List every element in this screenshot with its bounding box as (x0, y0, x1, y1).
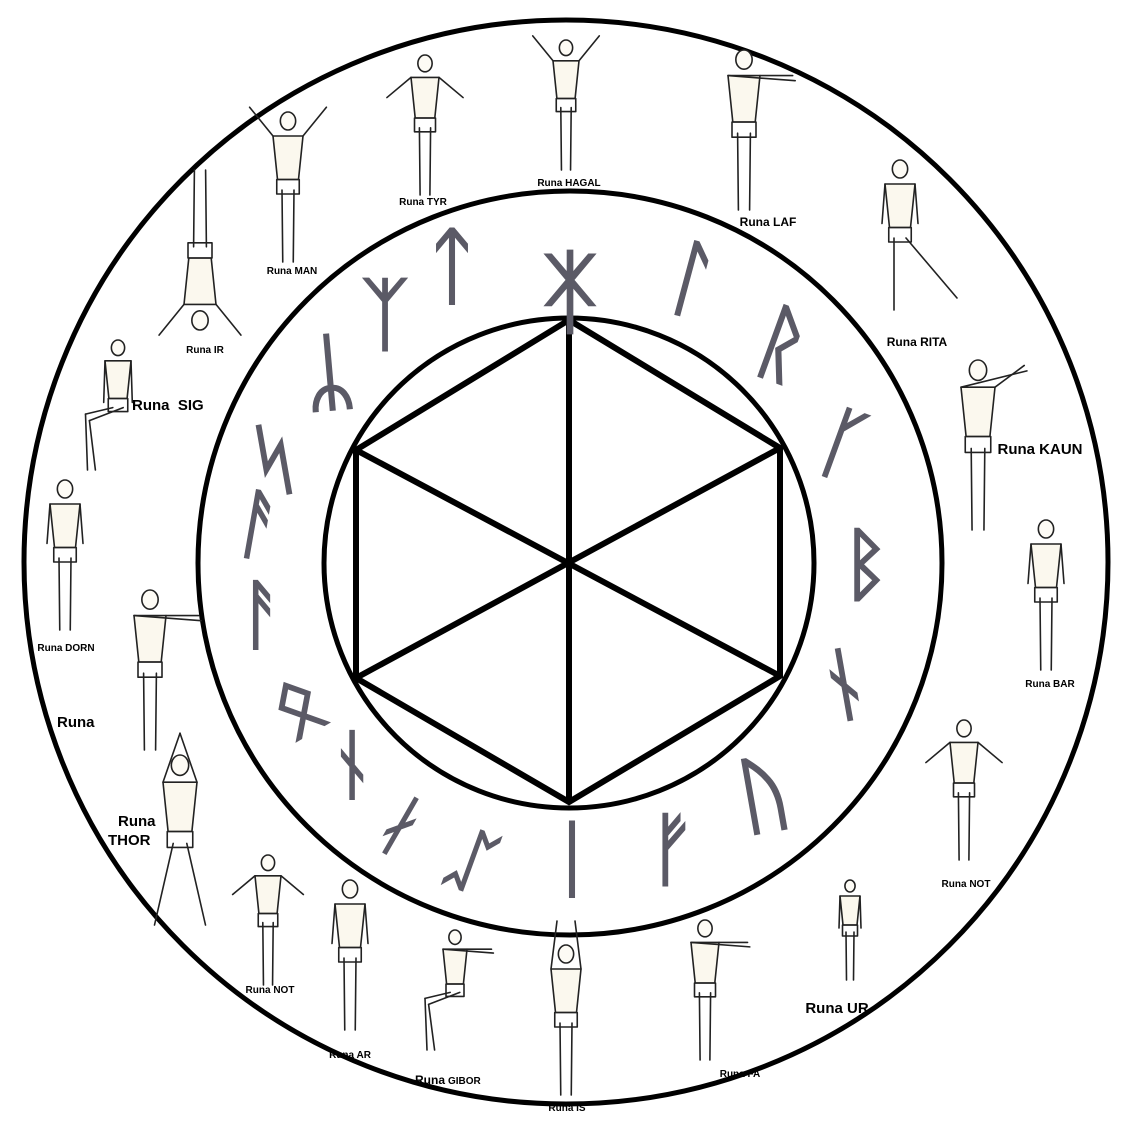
figure-not-left (233, 855, 304, 985)
label-rita: Runa RITA (887, 335, 948, 349)
label-thor-line2: THOR (108, 832, 151, 849)
tyr-rune: ᛏ (427, 217, 477, 315)
bar-rune: ᛒ (842, 518, 890, 611)
figure-rita (882, 160, 957, 310)
figure-gibor (425, 930, 493, 1050)
figure-fa (691, 920, 750, 1060)
figure-hagal (533, 36, 600, 170)
figure-ur (839, 880, 861, 980)
label-laf: Runa LAF (740, 215, 797, 229)
label-tyr: Runa TYR (399, 197, 448, 208)
is-rune: ᛁ (547, 810, 597, 908)
thor-rune: ᛟ (253, 653, 341, 758)
label-os: Runa (57, 714, 95, 731)
figure-laf (728, 50, 795, 210)
label-ar: Runa AR (329, 1050, 372, 1061)
label-ir: Runa IR (186, 345, 225, 356)
label-gibor-prefix: Runa (415, 1073, 445, 1087)
label-gibor-name: GIBOR (448, 1076, 482, 1087)
label-not-left: Runa NOT (246, 985, 295, 996)
label-sig: Runa SIG (132, 397, 204, 414)
gibor-rune: ᛢ (438, 815, 506, 906)
figure-bar (1028, 520, 1064, 670)
kaun-rune: ᚴ (805, 393, 882, 497)
laf-rune: ᛚ (655, 225, 729, 333)
hexagon (356, 320, 780, 802)
label-man: Runa MAN (267, 266, 318, 277)
label-not-right: Runa NOT (942, 879, 991, 890)
label-ur: Runa UR (805, 1000, 869, 1017)
label-kaun: Runa KAUN (998, 441, 1083, 458)
ir-rune: ᛦ (300, 321, 359, 423)
label-thor-line1: Runa (118, 813, 156, 830)
label-is: Runa IS (548, 1103, 586, 1114)
fa-rune: ᚠ (648, 803, 696, 896)
rita-rune: ᚱ (742, 290, 823, 399)
figure-not-right (926, 720, 1002, 860)
not-rune: ᚾ (812, 635, 875, 735)
figure-man (250, 107, 327, 262)
man-rune: ᛉ (361, 268, 409, 361)
label-dorn: Runa DORN (37, 643, 94, 654)
figure-ir (159, 170, 241, 335)
label-hagal: Runa HAGAL (537, 178, 600, 189)
label-fa: Runa FA (720, 1069, 761, 1080)
figure-thor (155, 733, 206, 925)
ur-rune: ᚢ (731, 741, 798, 846)
label-bar: Runa BAR (1025, 679, 1075, 690)
hagal-rune: ᛡ (542, 238, 597, 345)
figure-dorn (47, 480, 83, 630)
figure-sig (86, 340, 133, 470)
figure-os (134, 590, 201, 750)
figure-ar (332, 880, 368, 1030)
figure-is (551, 921, 581, 1095)
figure-tyr (387, 55, 463, 195)
dorn-rune: ᚨ (239, 570, 285, 659)
